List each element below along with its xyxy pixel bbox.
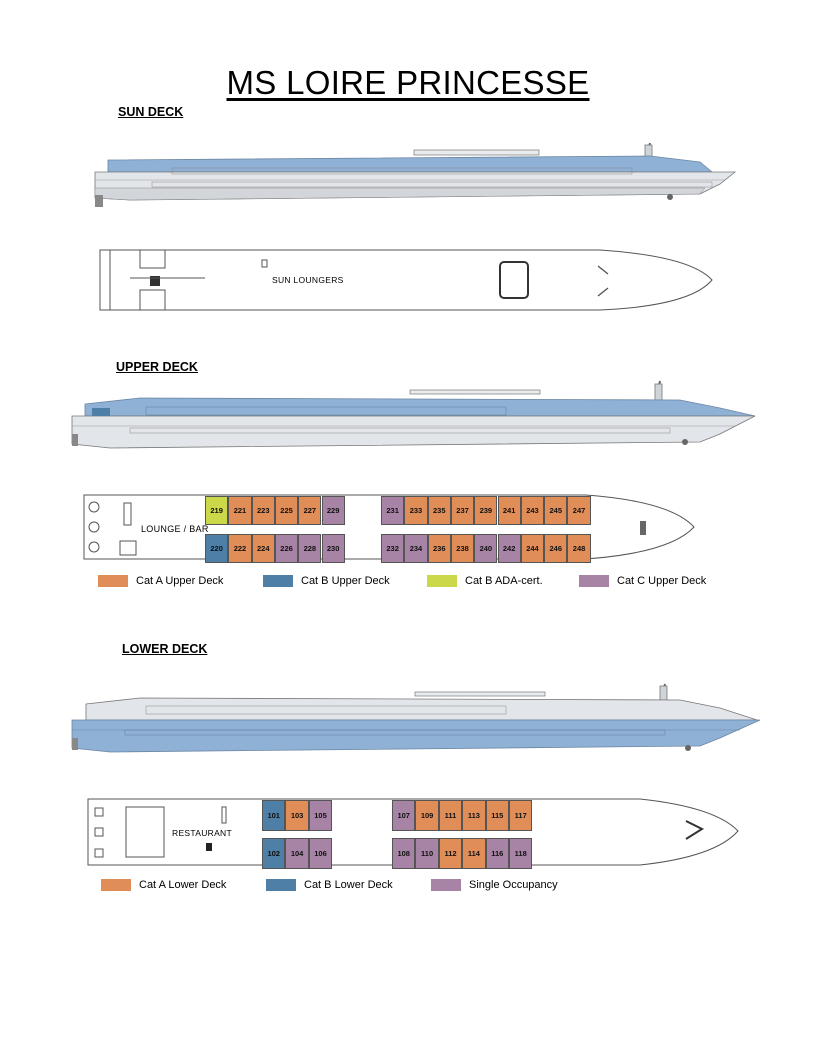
cabin-224[interactable]: 224 xyxy=(251,534,275,563)
cabin-220[interactable]: 220 xyxy=(205,534,229,563)
cabin-117[interactable]: 117 xyxy=(509,800,533,831)
sun-loungers-label: SUN LOUNGERS xyxy=(272,275,344,285)
cabin-110[interactable]: 110 xyxy=(415,838,439,869)
legend-swatch xyxy=(427,575,457,587)
legend-label: Cat B ADA-cert. xyxy=(465,575,543,587)
page-title: MS LOIRE PRINCESSE xyxy=(226,64,590,101)
cabin-229[interactable]: 229 xyxy=(321,496,345,525)
legend-item-catA: Cat A Upper Deck xyxy=(98,575,223,587)
cabin-107[interactable]: 107 xyxy=(392,800,416,831)
cabin-108[interactable]: 108 xyxy=(392,838,416,869)
cabin-118[interactable]: 118 xyxy=(509,838,533,869)
lower-deck-heading: LOWER DECK xyxy=(122,642,208,656)
legend-swatch xyxy=(101,879,131,891)
cabin-241[interactable]: 241 xyxy=(497,496,521,525)
legend-item-catB: Cat B Upper Deck xyxy=(263,575,390,587)
cabin-232[interactable]: 232 xyxy=(381,534,405,563)
cabin-231[interactable]: 231 xyxy=(381,496,405,525)
legend-label: Cat C Upper Deck xyxy=(617,575,707,587)
legend-item-catA: Cat A Lower Deck xyxy=(101,879,226,891)
legend-label: Cat B Upper Deck xyxy=(301,575,390,587)
cabin-223[interactable]: 223 xyxy=(251,496,275,525)
cabin-106[interactable]: 106 xyxy=(308,838,333,869)
cabin-116[interactable]: 116 xyxy=(485,838,509,869)
cabin-111[interactable]: 111 xyxy=(438,800,463,831)
legend-item-catC: Single Occupancy xyxy=(431,879,558,891)
cabin-115[interactable]: 115 xyxy=(485,800,509,831)
legend-label: Single Occupancy xyxy=(469,879,558,891)
cabin-230[interactable]: 230 xyxy=(321,534,345,563)
cabin-246[interactable]: 246 xyxy=(544,534,568,563)
legend-swatch xyxy=(98,575,128,587)
restaurant-label: RESTAURANT xyxy=(172,828,232,838)
cabin-233[interactable]: 233 xyxy=(404,496,428,525)
lower-deck-hull-outline xyxy=(87,798,739,866)
cabin-234[interactable]: 234 xyxy=(404,534,428,563)
legend-item-ada: Cat B ADA-cert. xyxy=(427,575,543,587)
sun-deck-window-row xyxy=(151,167,713,188)
cabin-226[interactable]: 226 xyxy=(274,534,299,563)
cabin-225[interactable]: 225 xyxy=(274,496,299,525)
legend-label: Cat A Upper Deck xyxy=(136,575,224,587)
legend-item-catB: Cat B Lower Deck xyxy=(266,879,393,891)
cabin-248[interactable]: 248 xyxy=(567,534,591,563)
cabin-236[interactable]: 236 xyxy=(427,534,451,563)
cabin-245[interactable]: 245 xyxy=(544,496,568,525)
legend-label: Cat A Lower Deck xyxy=(139,879,227,891)
cabin-112[interactable]: 112 xyxy=(438,838,463,869)
cabin-222[interactable]: 222 xyxy=(228,534,252,563)
upper-deck-ship-profile xyxy=(71,380,756,449)
cabin-240[interactable]: 240 xyxy=(474,534,498,563)
sun-deck-plan xyxy=(99,249,713,311)
cabin-243[interactable]: 243 xyxy=(520,496,545,525)
cabin-238[interactable]: 238 xyxy=(450,534,475,563)
cabin-247[interactable]: 247 xyxy=(567,496,591,525)
cabin-242[interactable]: 242 xyxy=(497,534,521,563)
cabin-113[interactable]: 113 xyxy=(462,800,486,831)
cabin-227[interactable]: 227 xyxy=(298,496,322,525)
lower-deck-ship-profile xyxy=(71,683,761,753)
sun-deck-heading: SUN DECK xyxy=(118,105,184,119)
cabin-228[interactable]: 228 xyxy=(298,534,322,563)
upper-deck-heading: UPPER DECK xyxy=(116,360,198,374)
cabin-103[interactable]: 103 xyxy=(285,800,309,831)
cabin-235[interactable]: 235 xyxy=(427,496,451,525)
cabin-109[interactable]: 109 xyxy=(415,800,439,831)
cabin-221[interactable]: 221 xyxy=(228,496,252,525)
sun-deck-ship-profile xyxy=(94,142,737,207)
legend-swatch xyxy=(579,575,609,587)
legend-swatch xyxy=(431,879,461,891)
cabin-237[interactable]: 237 xyxy=(450,496,475,525)
legend-item-catC: Cat C Upper Deck xyxy=(579,575,706,587)
legend-swatch xyxy=(266,879,296,891)
cabin-105[interactable]: 105 xyxy=(308,800,333,831)
cabin-244[interactable]: 244 xyxy=(520,534,545,563)
cabin-114[interactable]: 114 xyxy=(462,838,486,869)
cabin-219[interactable]: 219 xyxy=(205,496,229,525)
cabin-101[interactable]: 101 xyxy=(262,800,286,831)
cabin-239[interactable]: 239 xyxy=(474,496,498,525)
cabin-104[interactable]: 104 xyxy=(285,838,309,869)
legend-swatch xyxy=(263,575,293,587)
lounge-bar-label: LOUNGE / BAR xyxy=(141,524,209,534)
cabin-102[interactable]: 102 xyxy=(262,838,286,869)
legend-label: Cat B Lower Deck xyxy=(304,879,393,891)
